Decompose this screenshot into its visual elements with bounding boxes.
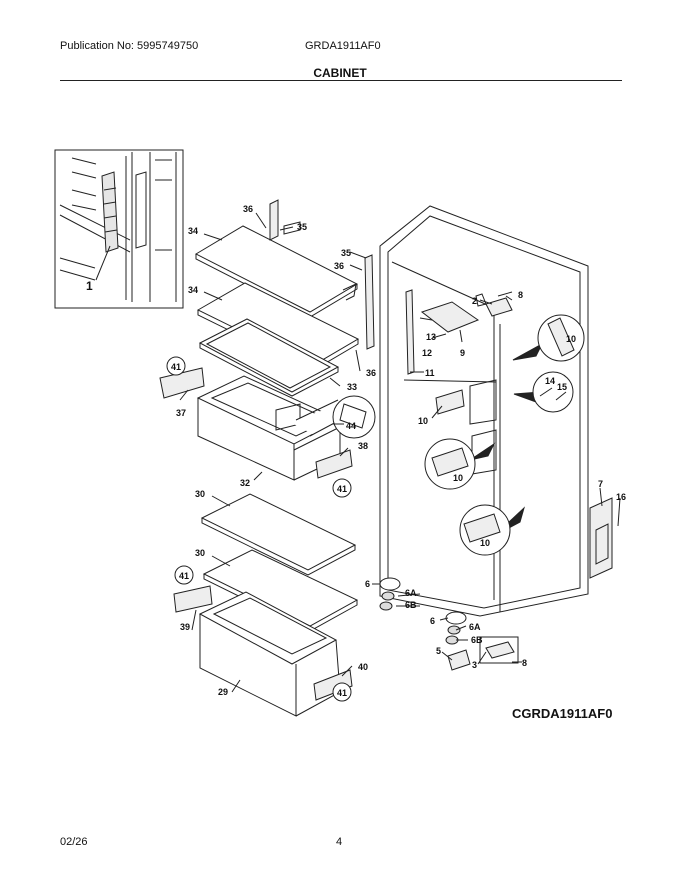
zoom-44-circle xyxy=(332,395,376,439)
callout-labels: 1 36 35 34 35 36 34 36 33 41 37 44 38 41… xyxy=(86,204,626,698)
callout-10-a: 10 xyxy=(566,334,576,344)
publication-number: Publication No: 5995749750 xyxy=(60,40,199,52)
callout-33: 33 xyxy=(347,382,357,392)
callout-37: 37 xyxy=(176,408,186,418)
section-title: CABINET xyxy=(313,66,367,80)
model-number: GRDA1911AF0 xyxy=(305,40,381,52)
inset-detail xyxy=(54,149,184,309)
callout-36-b: 36 xyxy=(334,261,344,271)
callout-16: 16 xyxy=(616,492,626,502)
header-rule xyxy=(60,80,622,81)
callout-6B-a: 6B xyxy=(405,600,417,610)
callout-35-b: 35 xyxy=(341,248,351,258)
callout-2: 2 xyxy=(472,296,477,306)
callout-1: 1 xyxy=(86,279,93,293)
part-7 xyxy=(589,497,613,579)
page-number: 4 xyxy=(336,836,343,848)
footer-date: 02/26 xyxy=(60,836,88,848)
callout-14: 14 xyxy=(545,376,555,386)
callout-10-b: 10 xyxy=(418,416,428,426)
lower-crisper-drawer xyxy=(198,591,341,717)
callout-8-a: 8 xyxy=(518,290,523,300)
callout-8-b: 8 xyxy=(522,658,527,668)
cabinet-liner xyxy=(379,205,589,617)
callout-36-c: 36 xyxy=(366,368,376,378)
callout-34-a: 34 xyxy=(188,226,198,236)
callout-6-a: 6 xyxy=(365,579,370,589)
callout-3: 3 xyxy=(472,660,477,670)
callout-11: 11 xyxy=(425,368,435,378)
callout-29: 29 xyxy=(218,687,228,697)
callout-41-c-label: 41 xyxy=(179,571,189,581)
callout-41-b xyxy=(332,478,352,498)
callout-15: 15 xyxy=(557,382,567,392)
diagram-code: CGRDA1911AF0 xyxy=(512,706,613,721)
callout-41-a xyxy=(166,356,186,376)
part-40 xyxy=(313,669,353,701)
part-38 xyxy=(315,449,353,479)
zoom-14-15 xyxy=(532,371,574,413)
callout-36-a: 36 xyxy=(243,204,253,214)
callout-12: 12 xyxy=(422,348,432,358)
callout-39: 39 xyxy=(180,622,190,632)
callout-30-b: 30 xyxy=(195,548,205,558)
callout-38: 38 xyxy=(358,441,368,451)
callout-41-b-label: 41 xyxy=(337,484,347,494)
callout-40: 40 xyxy=(358,662,368,672)
callout-13: 13 xyxy=(426,332,436,342)
callout-10-c: 10 xyxy=(453,473,463,483)
callout-10-d: 10 xyxy=(480,538,490,548)
callout-41-d xyxy=(332,682,352,702)
callout-41-a-label: 41 xyxy=(171,362,181,372)
callout-41-c xyxy=(174,565,194,585)
callout-6A-b: 6A xyxy=(469,622,481,632)
leader-1 xyxy=(95,245,111,281)
callout-30-a: 30 xyxy=(195,489,205,499)
crisper-cover-37 xyxy=(159,367,205,399)
callout-6B-b: 6B xyxy=(471,635,483,645)
callout-44: 44 xyxy=(346,421,356,431)
callout-34-b: 34 xyxy=(188,285,198,295)
crisper-cover-39 xyxy=(173,585,213,613)
upper-shelves xyxy=(194,199,360,397)
lower-shelves xyxy=(200,493,359,632)
callout-7: 7 xyxy=(598,479,603,489)
callout-5: 5 xyxy=(436,646,441,656)
callout-9: 9 xyxy=(460,348,465,358)
callout-32: 32 xyxy=(240,478,250,488)
callout-6A-a: 6A xyxy=(405,588,417,598)
callout-41-d-label: 41 xyxy=(337,688,347,698)
callout-6-b: 6 xyxy=(430,616,435,626)
rail-35 xyxy=(364,254,375,350)
callout-35-a: 35 xyxy=(297,222,307,232)
